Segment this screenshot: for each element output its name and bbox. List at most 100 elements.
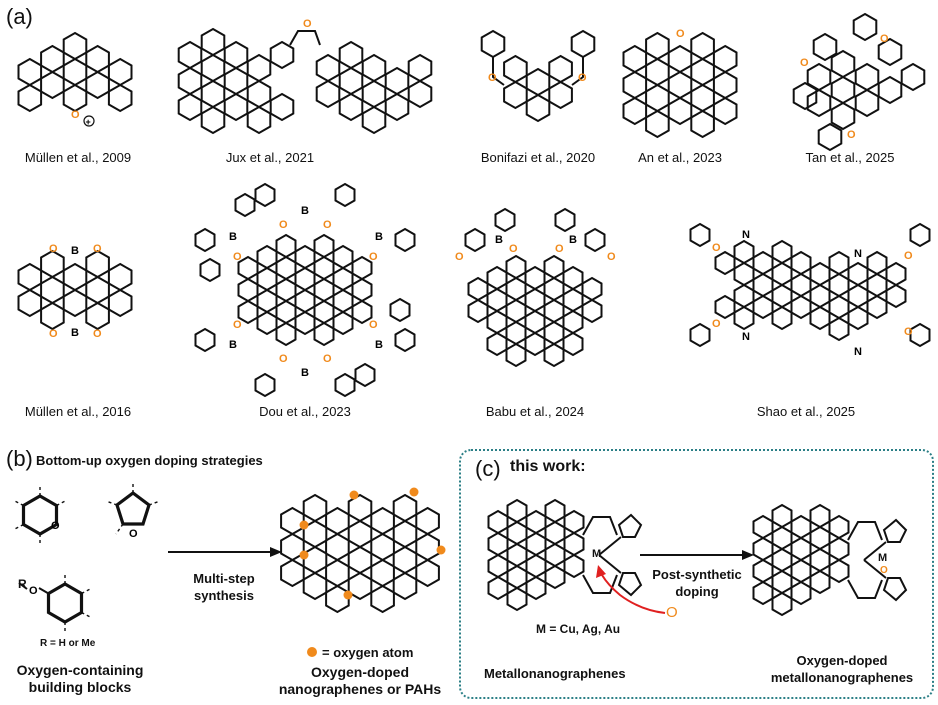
left-caption-c: Metallonanographenes	[484, 666, 626, 681]
caption-an-2023: An et al., 2023	[638, 150, 722, 165]
panel-c-label: (c)	[475, 456, 501, 481]
svg-text:B: B	[229, 231, 237, 243]
caption-mullen-2009: Müllen et al., 2009	[24, 150, 132, 165]
arrow-line-2: synthesis	[194, 588, 254, 603]
molecule-jux-2021: O	[177, 18, 433, 134]
svg-text:B: B	[301, 367, 309, 379]
svg-text:O: O	[279, 219, 288, 231]
panel-c-title: this work:	[510, 458, 586, 475]
svg-text:O: O	[555, 243, 564, 255]
svg-text:O: O	[323, 219, 332, 231]
svg-text:B: B	[229, 339, 237, 351]
svg-text:N: N	[854, 248, 862, 260]
panel-a-label: (a)	[6, 4, 33, 29]
right-caption-b: Oxygen-doped nanographenes or PAHs	[270, 664, 450, 698]
svg-text:O: O	[847, 129, 856, 141]
svg-text:O: O	[71, 109, 80, 121]
svg-text:+: +	[86, 117, 91, 127]
right-caption-c-line-2: metallonanographenes	[770, 670, 914, 685]
svg-text:O: O	[509, 243, 518, 255]
svg-text:O: O	[488, 72, 497, 84]
molecule-tan-2025: O O O	[792, 13, 926, 151]
svg-text:O: O	[323, 353, 332, 365]
svg-text:B: B	[495, 234, 503, 246]
svg-text:O: O	[455, 251, 464, 263]
right-caption-line-1: Oxygen-doped	[310, 664, 409, 680]
oxygen-legend-label: = oxygen atom	[322, 645, 414, 660]
svg-text:O: O	[712, 318, 721, 330]
caption-mullen-2016: Müllen et al., 2016	[24, 404, 132, 419]
molecule-babu-2024: B B O O O O	[455, 208, 616, 367]
molecule-mullen-2009: O +	[17, 32, 133, 127]
svg-text:O: O	[279, 353, 288, 365]
metal-atom-product: M	[878, 552, 888, 564]
svg-text:O: O	[129, 528, 138, 540]
oxygen-doped-metallonanographene	[752, 504, 908, 616]
molecule-an-2023: O	[622, 28, 738, 138]
svg-text:B: B	[71, 327, 79, 339]
svg-text:O: O	[578, 72, 587, 84]
oxygen-doped-lattice	[280, 487, 446, 613]
right-caption-line-2: nanographenes or PAHs	[278, 681, 442, 697]
svg-text:O: O	[29, 585, 38, 597]
caption-tan-2025: Tan et al., 2025	[805, 150, 895, 165]
furan-building-block: O	[105, 481, 161, 540]
molecule-shao-2025: OO OO N N N N	[689, 223, 931, 358]
molecule-bonifazi-2020: O O	[480, 30, 596, 122]
caption-jux-2021: Jux et al., 2021	[225, 150, 315, 165]
molecule-dou-2023: B B B B B B O O O O O O O O	[194, 183, 416, 397]
svg-text:O: O	[93, 243, 102, 255]
svg-text:B: B	[569, 234, 577, 246]
svg-text:N: N	[742, 229, 750, 241]
substituent-label: R = H or Me	[40, 638, 96, 649]
right-caption-c-line-1: Oxygen-doped	[796, 653, 888, 668]
svg-text:O: O	[303, 18, 312, 30]
arrow-line-1: Multi-step	[193, 571, 255, 586]
left-caption-b: Oxygen-containing building blocks	[10, 662, 150, 696]
caption-shao-2025: Shao et al., 2025	[756, 404, 856, 419]
svg-text:N: N	[742, 331, 750, 343]
left-caption-line-1: Oxygen-containing	[16, 662, 144, 678]
svg-text:O: O	[607, 251, 616, 263]
svg-text:B: B	[301, 205, 309, 217]
svg-text:O: O	[904, 326, 913, 338]
caption-babu-2024: Babu et al., 2024	[485, 404, 585, 419]
oxygen-atom-product: O	[880, 565, 888, 576]
metal-label: M = Cu, Ag, Au	[536, 622, 621, 636]
r-group-label: R	[18, 577, 27, 591]
svg-text:O: O	[369, 319, 378, 331]
post-synthetic-doping-label: Post-synthetic doping	[640, 566, 754, 600]
multi-step-synthesis-label: Multi-step synthesis	[176, 570, 272, 604]
panel-b-label: (b)	[6, 446, 33, 471]
caption-bonifazi-2020: Bonifazi et al., 2020	[480, 150, 596, 165]
svg-text:O: O	[369, 251, 378, 263]
pyran-building-block: O	[12, 484, 68, 546]
metallonanographene-reactant	[487, 499, 643, 611]
aryl-ether-building-block: O	[18, 572, 93, 634]
doping-line-1: Post-synthetic	[652, 567, 742, 582]
left-caption-line-2: building blocks	[28, 679, 132, 695]
svg-text:B: B	[375, 339, 383, 351]
svg-text:O: O	[880, 33, 889, 45]
svg-text:B: B	[71, 245, 79, 257]
svg-text:O: O	[904, 250, 913, 262]
panel-c-frame	[459, 449, 934, 699]
right-caption-c: Oxygen-doped metallonanographenes	[752, 652, 932, 686]
svg-text:O: O	[49, 243, 58, 255]
svg-text:O: O	[233, 251, 242, 263]
panel-b-title: Bottom-up oxygen doping strategies	[36, 453, 263, 468]
svg-text:O: O	[233, 319, 242, 331]
svg-text:O: O	[49, 328, 58, 340]
svg-text:O: O	[676, 28, 685, 40]
molecule-mullen-2016: O O B O O B	[17, 243, 133, 340]
svg-text:B: B	[375, 231, 383, 243]
caption-dou-2023: Dou et al., 2023	[259, 404, 351, 419]
svg-text:O: O	[800, 57, 809, 69]
metal-atom-reactant: M	[592, 548, 602, 560]
svg-text:O: O	[93, 328, 102, 340]
oxygen-atom-reagent: O	[666, 604, 678, 621]
doping-line-2: doping	[675, 584, 719, 599]
oxygen-legend-dot	[307, 647, 317, 657]
svg-text:O: O	[712, 242, 721, 254]
